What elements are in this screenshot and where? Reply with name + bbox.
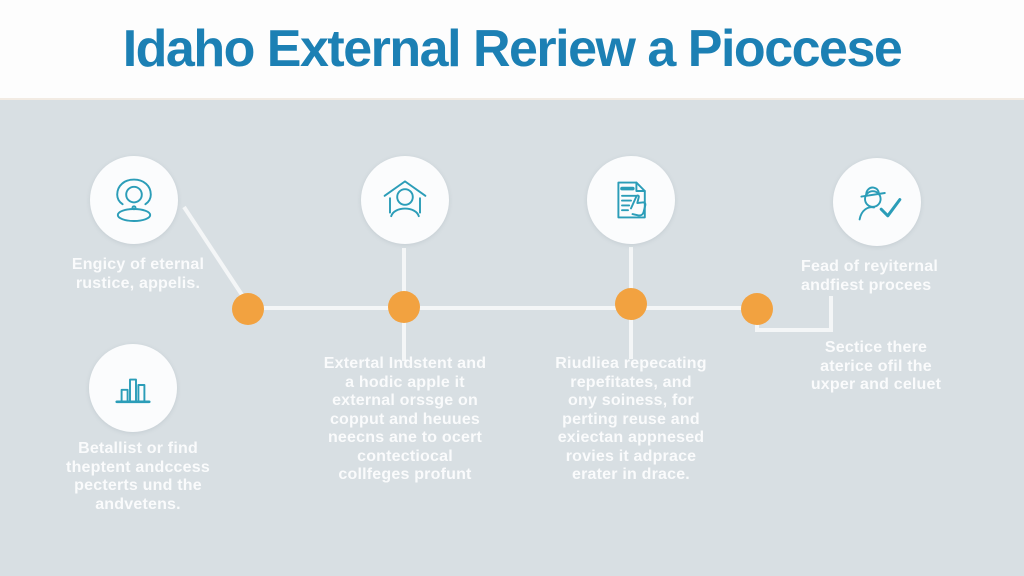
node-circle-step3	[587, 156, 675, 244]
caption-stat: Betallist or find theptent andccess pect…	[66, 440, 210, 513]
node-circle-step1	[90, 156, 178, 244]
header: Idaho External Reriew a Pioccese	[0, 0, 1024, 100]
timeline-dot-3	[615, 288, 647, 320]
node-circle-stat	[89, 344, 177, 432]
worker-check-icon	[858, 186, 902, 221]
timeline-dot-4	[741, 293, 773, 325]
caption-step3: Riudliea repecating repefitates, and ony…	[555, 355, 707, 483]
page-title: Idaho External Reriew a Pioccese	[122, 20, 903, 78]
connector-diagonal-step1	[182, 205, 248, 303]
caption-step4-secondary: Sectice there aterice ofil the uxper and…	[810, 339, 942, 393]
caption-step1: Engicy of eternal rustice, appelis.	[71, 256, 205, 292]
document-hand-icon	[617, 181, 647, 219]
caption-step2: Extertal Indstent and a hodic apple it e…	[323, 355, 487, 483]
timeline-dot-2	[388, 291, 420, 323]
caption-step4: Fead of reyiternal andfiest procees	[801, 258, 938, 294]
bar-chart-icon	[115, 378, 151, 404]
node-circle-step2	[361, 156, 449, 244]
timeline-dot-1	[232, 293, 264, 325]
node-circle-step4	[833, 158, 921, 246]
user-icon	[116, 178, 152, 222]
institution-person-icon	[383, 180, 427, 218]
